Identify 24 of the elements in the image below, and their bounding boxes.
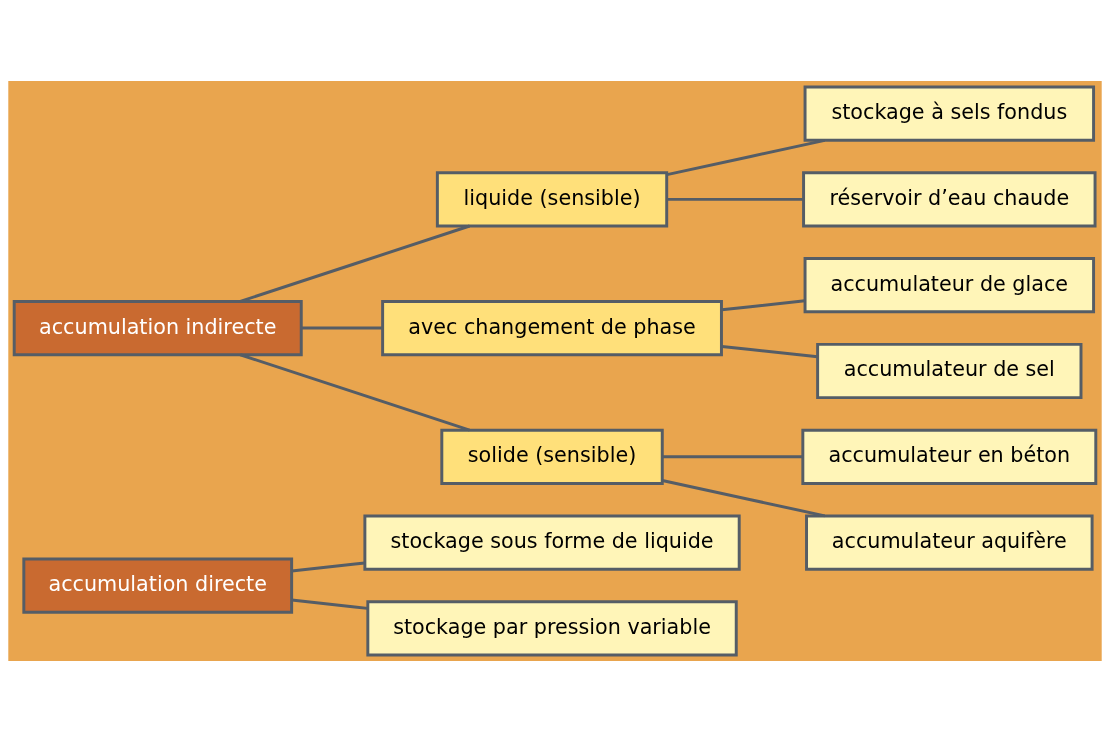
node-box: accumulateur en béton xyxy=(801,428,1098,485)
node-box: avec changement de phase xyxy=(381,299,723,357)
node-box: accumulation indirecte xyxy=(12,299,303,357)
connector xyxy=(666,138,826,177)
connector xyxy=(301,326,383,330)
connector xyxy=(662,479,826,518)
connector xyxy=(721,344,818,359)
connector xyxy=(291,598,368,610)
node-box: liquide (sensible) xyxy=(435,171,669,228)
connector xyxy=(662,455,803,459)
connector xyxy=(667,197,804,201)
connector xyxy=(721,299,805,312)
node-box: réservoir d’eau chaude xyxy=(802,171,1097,228)
connector xyxy=(239,224,471,303)
connector xyxy=(291,561,365,573)
node-box: solide (sensible) xyxy=(440,428,664,485)
node-box: stockage sous forme de liquide xyxy=(363,514,741,571)
connector xyxy=(239,353,471,432)
node-box: accumulateur aquifère xyxy=(805,514,1094,571)
node-box: accumulateur de glace xyxy=(803,257,1096,314)
node-box: accumulation directe xyxy=(22,557,294,614)
node-box: stockage à sels fondus xyxy=(803,85,1096,142)
node-box: stockage par pression variable xyxy=(366,600,738,657)
node-box: accumulateur de sel xyxy=(816,342,1083,400)
